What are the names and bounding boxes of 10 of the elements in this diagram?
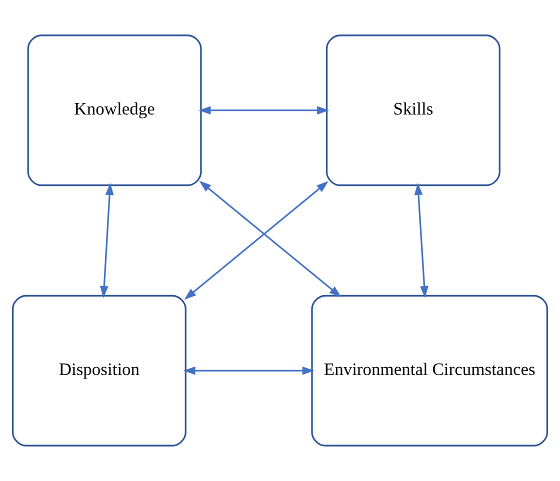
arrow	[414, 182, 428, 298]
node-box: Skills	[326, 34, 500, 186]
node-box: Disposition	[12, 294, 186, 446]
arrow	[183, 366, 314, 375]
node-box: Knowledge	[27, 34, 202, 186]
arrow	[184, 181, 328, 300]
arrow	[199, 180, 342, 298]
node-box: Environmental Circumstances	[311, 294, 548, 446]
arrow	[100, 182, 114, 298]
arrow	[198, 106, 330, 115]
